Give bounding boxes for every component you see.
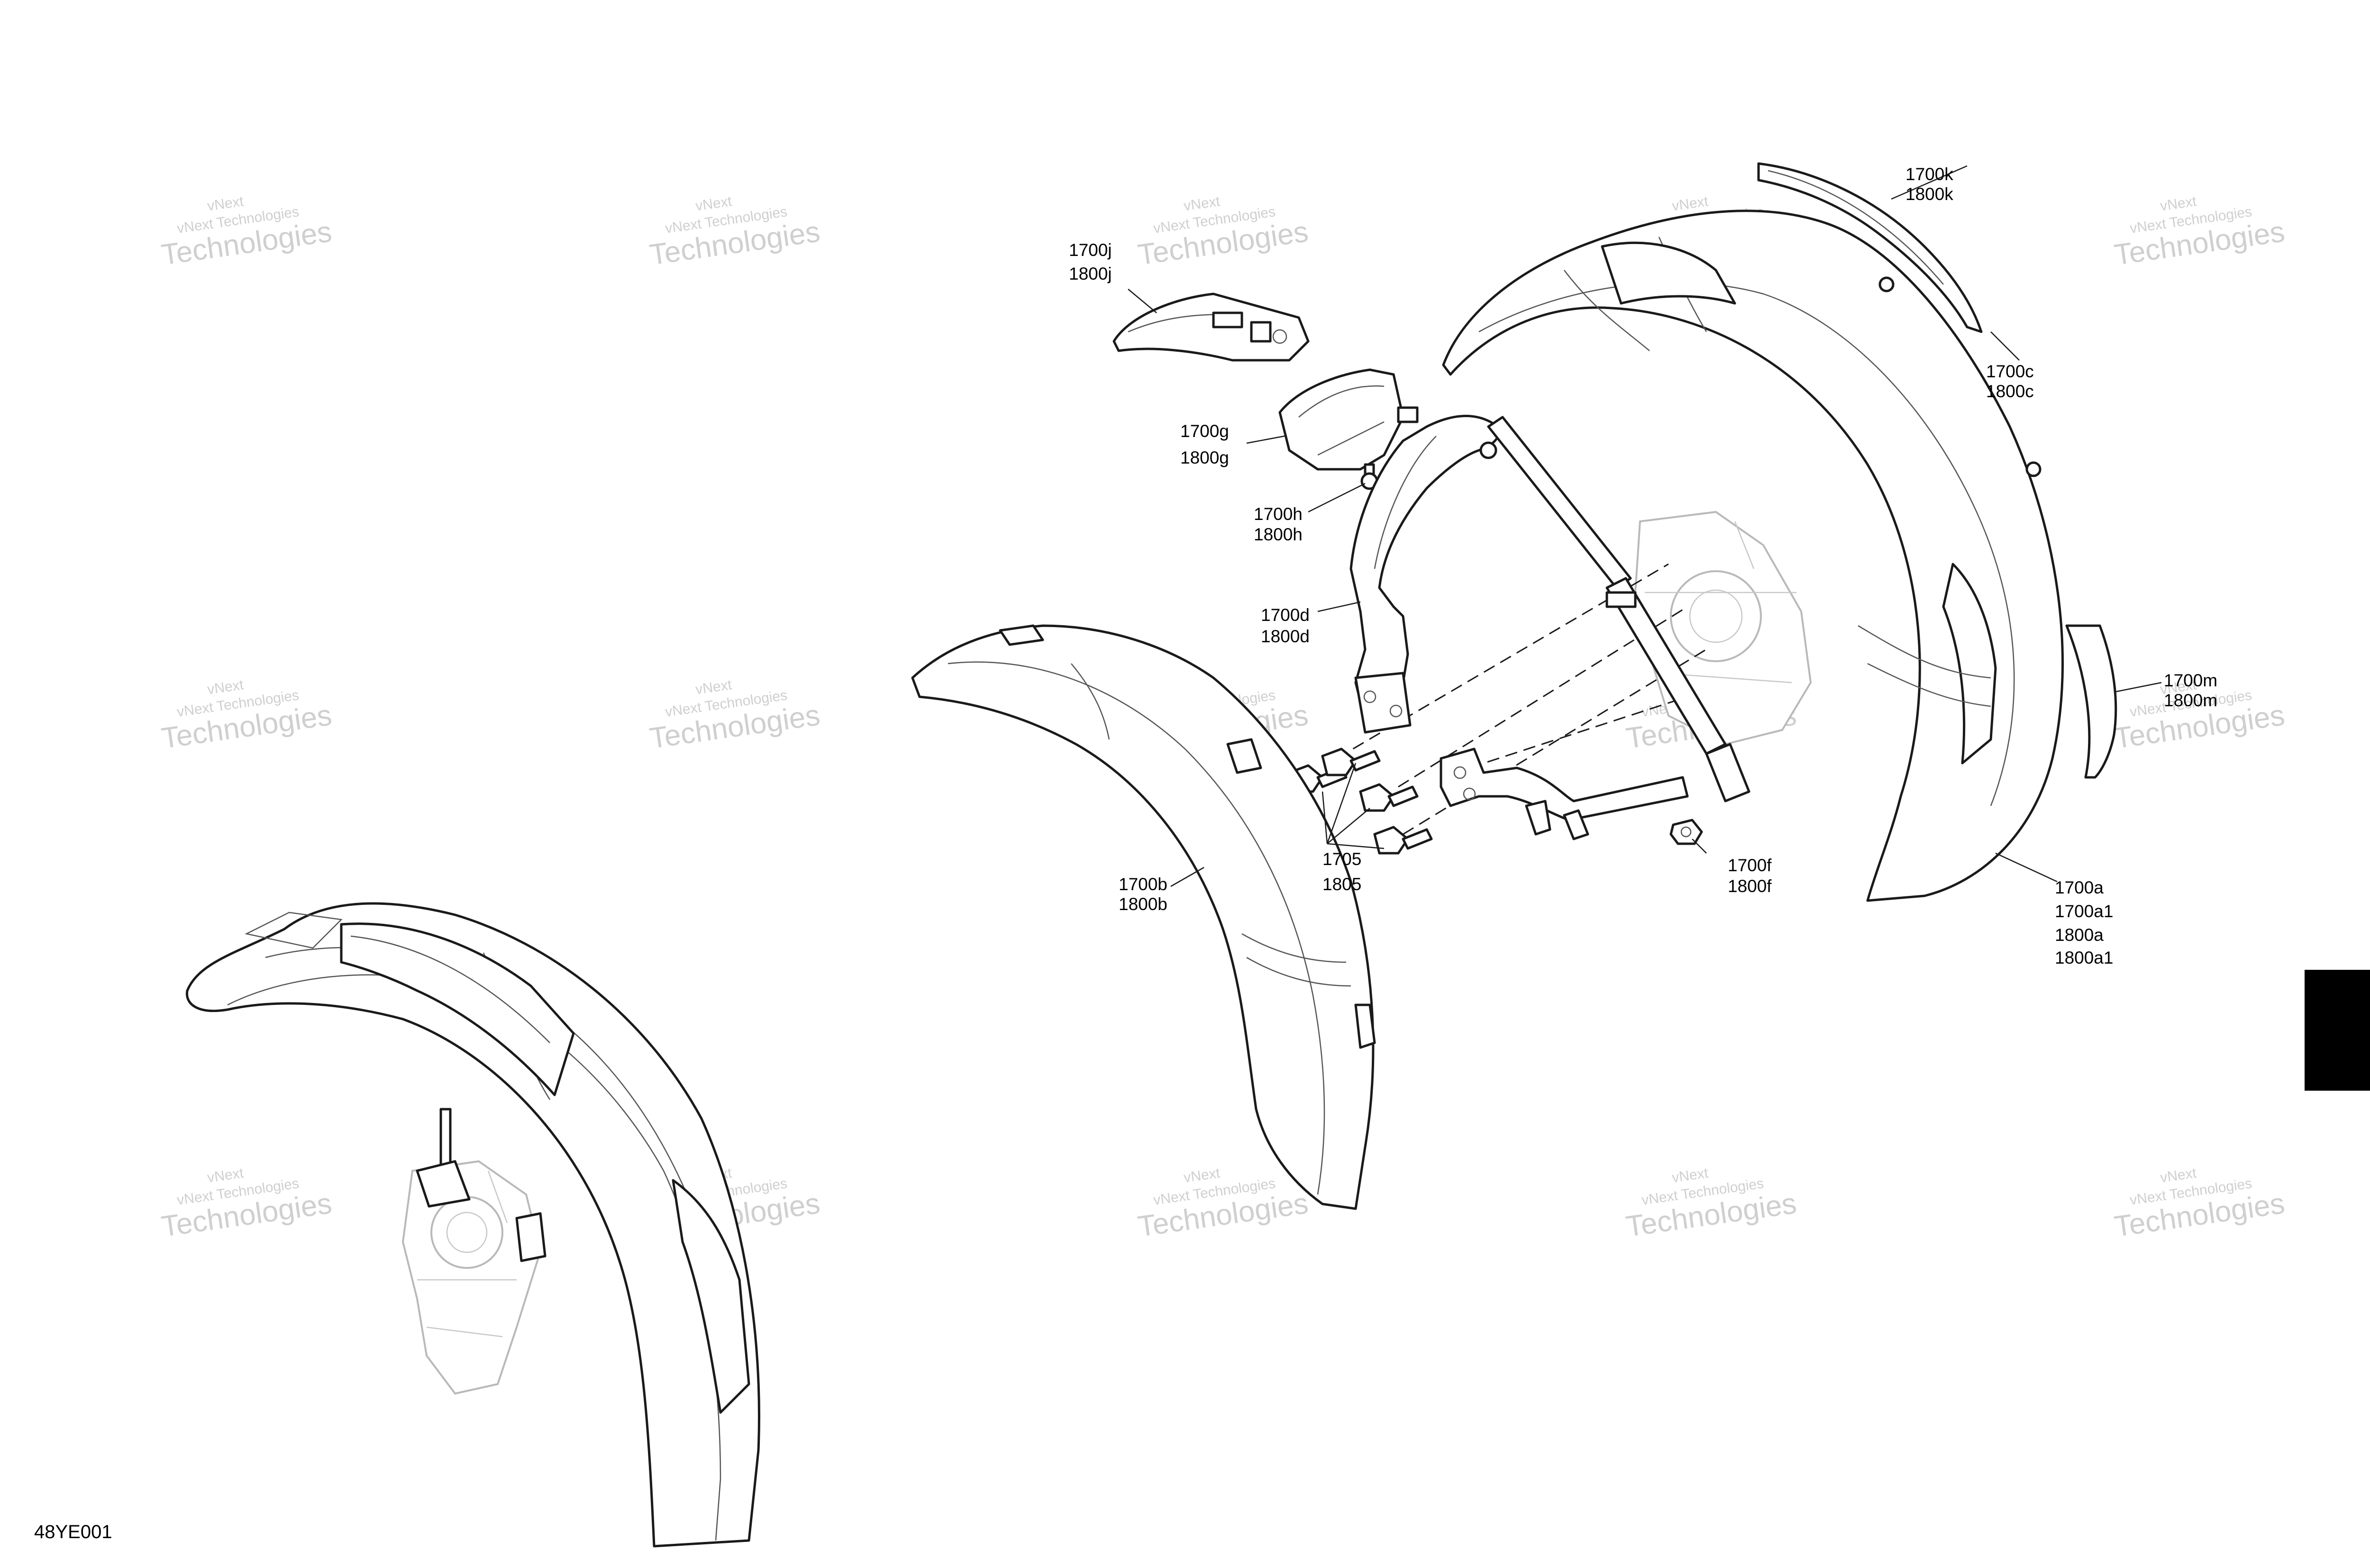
bolt bbox=[1321, 748, 1381, 776]
svg-text:1800j: 1800j bbox=[1069, 264, 1112, 283]
svg-text:1700f: 1700f bbox=[1728, 856, 1772, 875]
svg-text:vNext: vNext bbox=[1183, 1165, 1221, 1185]
svg-text:1800b: 1800b bbox=[1119, 894, 1167, 914]
svg-text:1700k: 1700k bbox=[1905, 164, 1953, 184]
callout-1700f: 1700f 1800f bbox=[1728, 856, 1772, 896]
callout-1700g: 1700g 1800g bbox=[1180, 421, 1229, 467]
svg-text:1800d: 1800d bbox=[1261, 627, 1310, 646]
svg-text:1700g: 1700g bbox=[1180, 421, 1229, 441]
callout-1700b: 1700b 1800b bbox=[1119, 875, 1167, 914]
svg-text:1800c: 1800c bbox=[1986, 382, 2034, 401]
nut-1700f bbox=[1669, 819, 1703, 845]
bolts-1705 bbox=[1288, 748, 1433, 855]
watermark: vNext vNext Technologies Technologies bbox=[159, 193, 334, 272]
lower-bracket-tube bbox=[1440, 748, 1689, 840]
section-index-tab bbox=[2305, 970, 2370, 1091]
callout-1705: 1705 1805 bbox=[1322, 849, 1361, 894]
svg-text:vNext: vNext bbox=[1183, 193, 1221, 214]
svg-text:1800g: 1800g bbox=[1180, 448, 1229, 467]
lamp-module-1700j bbox=[1112, 292, 1310, 362]
watermark: vNext vNext Technologies Technologies bbox=[159, 677, 334, 755]
assembled-bracket bbox=[416, 1108, 547, 1262]
assembled-fender bbox=[185, 902, 760, 1548]
callout-1700h: 1700h 1800h bbox=[1254, 504, 1303, 544]
diagram-reference-code: 48YE001 bbox=[34, 1522, 112, 1542]
svg-text:1700a: 1700a bbox=[2055, 878, 2104, 897]
support-bracket-1700d bbox=[1349, 415, 1750, 802]
svg-text:1805: 1805 bbox=[1322, 875, 1361, 894]
watermark: vNext vNext Technologies Technologies bbox=[1136, 193, 1310, 272]
outer-fender-1700a bbox=[1442, 210, 2064, 902]
svg-text:1700d: 1700d bbox=[1261, 605, 1310, 625]
svg-text:vNext: vNext bbox=[1671, 193, 1709, 214]
watermark: vNext vNext Technologies Technologies bbox=[647, 193, 822, 272]
svg-text:1700j: 1700j bbox=[1069, 240, 1112, 260]
svg-text:vNext: vNext bbox=[206, 677, 245, 697]
svg-text:1700m: 1700m bbox=[2164, 671, 2217, 690]
reflector-1700m bbox=[2065, 624, 2117, 779]
inner-liner-1700b bbox=[911, 624, 1376, 1210]
watermark: vNext vNext Technologies Technologies bbox=[2112, 193, 2287, 272]
svg-text:1800a1: 1800a1 bbox=[2055, 948, 2113, 967]
bracket-cover-1700g bbox=[1278, 368, 1419, 471]
ghost-knuckle bbox=[401, 1160, 542, 1395]
svg-text:1700c: 1700c bbox=[1986, 362, 2034, 381]
watermark: vNext vNext Technologies Technologies bbox=[1624, 1165, 1798, 1243]
svg-text:1705: 1705 bbox=[1322, 849, 1361, 869]
pin-1700h bbox=[1360, 463, 1378, 490]
callout-1700k: 1700k 1800k bbox=[1905, 164, 1953, 204]
watermark: vNext vNext Technologies Technologies bbox=[647, 677, 822, 755]
watermark: vNext vNext Technologies Technologies bbox=[2112, 1165, 2287, 1243]
svg-text:1700h: 1700h bbox=[1254, 504, 1303, 524]
svg-text:vNext: vNext bbox=[2159, 1165, 2197, 1185]
svg-text:vNext: vNext bbox=[206, 1165, 245, 1185]
watermark: vNext vNext Technologies Technologies bbox=[159, 1165, 334, 1243]
callout-1700c: 1700c 1800c bbox=[1986, 362, 2034, 401]
svg-text:1800k: 1800k bbox=[1905, 184, 1953, 204]
svg-text:1700a1: 1700a1 bbox=[2055, 902, 2113, 921]
svg-text:1800h: 1800h bbox=[1254, 525, 1303, 544]
callout-1700a: 1700a 1700a1 1800a 1800a1 bbox=[2055, 878, 2113, 967]
assembled-fender-view bbox=[185, 902, 760, 1548]
callout-1700j: 1700j 1800j bbox=[1069, 240, 1112, 283]
callout-1700m: 1700m 1800m bbox=[2164, 671, 2217, 710]
svg-text:1800m: 1800m bbox=[2164, 691, 2217, 710]
callout-1700d: 1700d 1800d bbox=[1261, 605, 1310, 646]
svg-text:vNext: vNext bbox=[694, 677, 733, 697]
svg-text:1700b: 1700b bbox=[1119, 875, 1167, 894]
svg-text:vNext: vNext bbox=[1671, 1165, 1709, 1185]
svg-text:1800a: 1800a bbox=[2055, 925, 2104, 945]
callout-labels: 1700k 1800k 1700j 1800j 1700g 1800g 1700… bbox=[1069, 164, 2217, 967]
svg-text:vNext: vNext bbox=[694, 193, 733, 214]
svg-text:vNext: vNext bbox=[2159, 193, 2197, 214]
bolt bbox=[1359, 783, 1419, 812]
exploded-view bbox=[911, 162, 2162, 1210]
leader-lines bbox=[1128, 165, 2162, 887]
trim-strip-1700k bbox=[1757, 162, 1983, 333]
bolt bbox=[1373, 826, 1433, 855]
svg-text:vNext: vNext bbox=[206, 193, 245, 214]
svg-text:1800f: 1800f bbox=[1728, 876, 1772, 896]
